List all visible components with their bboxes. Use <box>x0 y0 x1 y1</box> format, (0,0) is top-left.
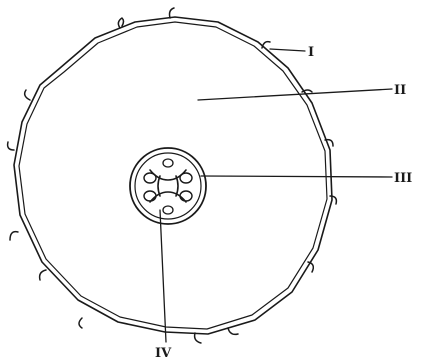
label-ii: II <box>394 83 406 98</box>
central-cylinder <box>130 148 206 224</box>
leader-lines <box>160 49 392 342</box>
surface-projections <box>8 8 337 343</box>
label-iii: III <box>394 171 412 186</box>
outer-wall <box>14 17 332 334</box>
label-i: I <box>308 45 314 60</box>
label-iv: IV <box>155 346 172 361</box>
